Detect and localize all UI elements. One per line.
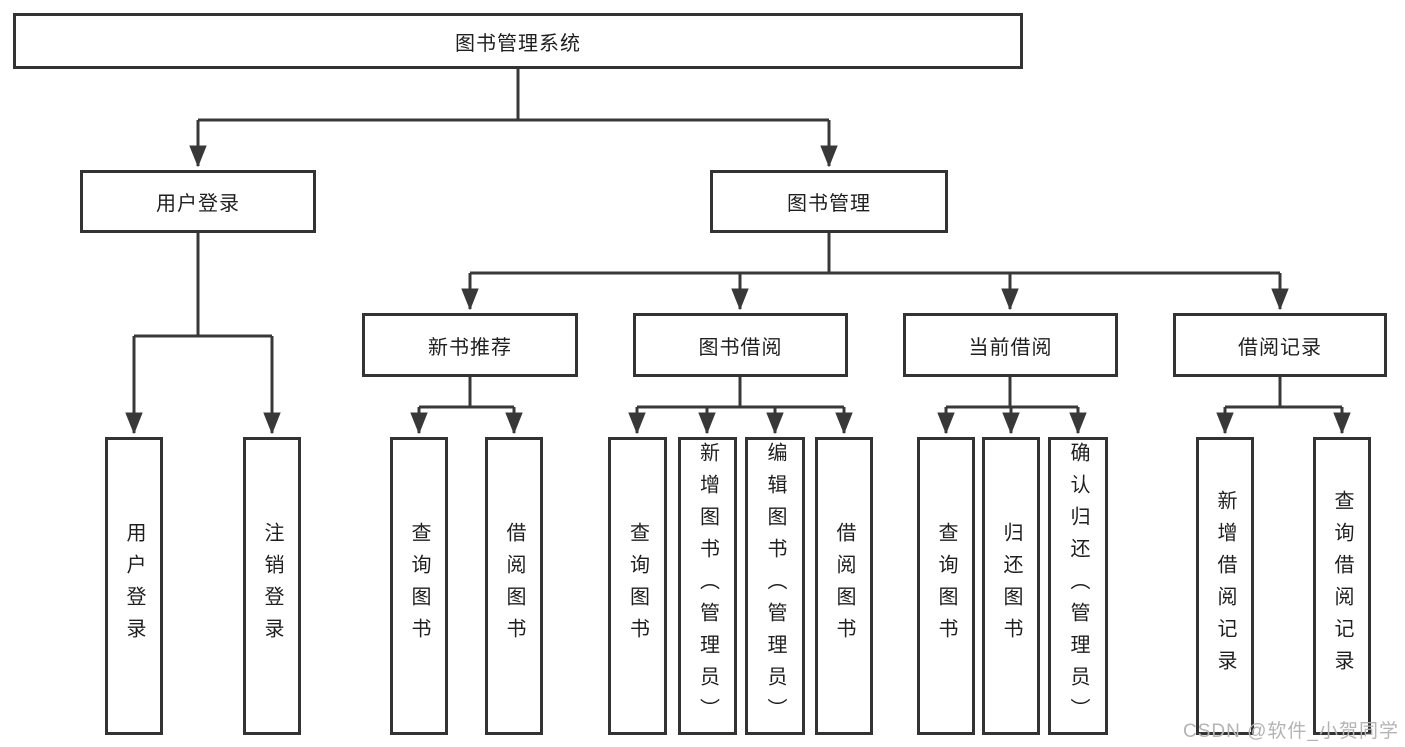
node-label: 用户登录 (123, 522, 145, 650)
leaf-add-book-admin: 新增图书（管理员） (678, 437, 737, 735)
node-borrow-records: 借阅记录 (1173, 313, 1387, 377)
leaf-edit-book-admin: 编辑图书（管理员） (745, 437, 805, 735)
node-label: 新书推荐 (428, 336, 512, 359)
node-label: 借阅图书 (503, 522, 525, 650)
node-label: 编辑图书（管理员） (764, 442, 786, 730)
node-label: 查询图书 (408, 522, 430, 650)
node-label: 注销登录 (261, 522, 283, 650)
node-label: 借阅图书 (833, 522, 855, 650)
leaf-user-login: 用户登录 (105, 437, 163, 735)
leaf-query-books-current: 查询图书 (917, 437, 975, 735)
node-book-borrowing: 图书借阅 (633, 313, 848, 377)
leaf-query-borrow-record: 查询借阅记录 (1313, 437, 1371, 735)
node-label: 确认归还（管理员） (1067, 442, 1089, 730)
node-label: 新增借阅记录 (1214, 490, 1236, 682)
leaf-logout: 注销登录 (243, 437, 301, 735)
node-label: 归还图书 (1000, 522, 1022, 650)
node-label: 图书管理 (787, 193, 871, 215)
node-label: 当前借阅 (968, 336, 1053, 359)
leaf-borrow-books-borrowing: 借阅图书 (815, 437, 873, 735)
node-current-borrowing: 当前借阅 (903, 313, 1118, 377)
leaf-borrow-books-recommend: 借阅图书 (485, 437, 543, 735)
leaf-query-books-recommend: 查询图书 (390, 437, 448, 735)
node-library-management-system: 图书管理系统 (13, 13, 1023, 69)
node-label: 图书管理系统 (455, 32, 581, 55)
csdn-watermark: CSDN @软件_小贺同学 (1183, 721, 1399, 742)
node-label: 查询借阅记录 (1331, 490, 1353, 682)
node-new-book-recommend: 新书推荐 (362, 313, 578, 377)
leaf-return-book: 归还图书 (982, 437, 1040, 735)
node-label: 查询图书 (626, 522, 649, 650)
node-label: 用户登录 (156, 193, 240, 215)
node-label: 图书借阅 (698, 336, 783, 359)
node-book-management: 图书管理 (710, 170, 948, 233)
leaf-confirm-return-admin: 确认归还（管理员） (1048, 437, 1108, 735)
node-user-login: 用户登录 (80, 170, 316, 233)
leaf-add-borrow-record: 新增借阅记录 (1196, 437, 1254, 735)
node-label: 查询图书 (935, 522, 957, 650)
node-label: 新增图书（管理员） (696, 442, 719, 730)
node-label: 借阅记录 (1238, 336, 1322, 359)
leaf-query-books-borrowing: 查询图书 (608, 437, 667, 735)
